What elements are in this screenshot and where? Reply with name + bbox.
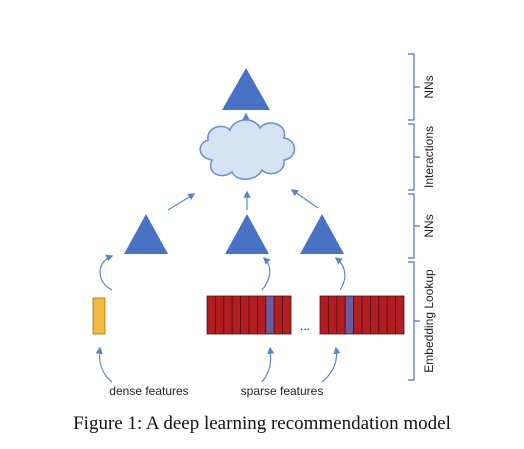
embedding-table-right-icon <box>319 295 405 335</box>
layer-label-top-nns: NNs <box>422 75 436 98</box>
embedding-table-left-icon <box>206 295 292 335</box>
layer-label-bottom-nns: NNs <box>422 214 436 237</box>
embedding-cell <box>395 295 405 335</box>
layer-brackets <box>408 53 420 381</box>
dense-features-label: dense features <box>109 384 188 398</box>
arrow-emb-left-to-nn <box>261 256 271 291</box>
arrow-nn-right-to-cloud <box>290 189 319 209</box>
embedding-cell <box>248 295 258 335</box>
arrow-dense-input <box>95 346 113 383</box>
embedding-cell <box>344 295 355 335</box>
top-nn-triangle-icon <box>222 68 270 110</box>
embedding-cell <box>265 295 275 335</box>
embedding-cell <box>256 295 267 335</box>
embedding-cell <box>240 295 250 335</box>
embedding-cell <box>282 295 292 335</box>
embedding-cell <box>361 295 371 335</box>
bracket-embedding <box>408 261 420 381</box>
embedding-cell <box>353 295 363 335</box>
arrow-nn-left-to-cloud <box>167 193 196 211</box>
figure-caption: Figure 1: A deep learning recommendation… <box>73 413 451 434</box>
dense-feature-block <box>92 297 106 335</box>
embedding-cell <box>336 295 346 335</box>
arrow-sparse-input-left <box>261 346 275 383</box>
embedding-cell <box>231 295 241 335</box>
bracket-bottom-nns <box>408 193 420 259</box>
ellipsis-text: ... <box>300 319 310 333</box>
bottom-nn-triangle-middle-icon <box>225 214 269 254</box>
arrow-emb-right-to-nn <box>334 257 346 291</box>
bracket-interactions <box>408 123 420 191</box>
layer-label-interactions: Interactions <box>422 126 436 188</box>
embedding-cell <box>206 295 216 335</box>
arrow-dense-to-nn <box>99 254 114 291</box>
embedding-cell <box>369 295 380 335</box>
interaction-cloud-icon <box>199 119 296 180</box>
sparse-features-label: sparse features <box>241 384 324 398</box>
bracket-top-nns <box>408 53 420 121</box>
embedding-cell <box>378 295 388 335</box>
bottom-nn-triangle-left-icon <box>124 214 168 254</box>
embedding-cell <box>327 295 338 335</box>
arrow-sparse-input-right <box>321 346 341 383</box>
embedding-cell <box>223 295 233 335</box>
arrows <box>95 112 346 383</box>
embedding-cell <box>386 295 397 335</box>
embedding-cell <box>319 295 329 335</box>
embedding-cell <box>214 295 225 335</box>
bottom-nn-triangle-right-icon <box>300 214 344 254</box>
embedding-cell <box>273 295 284 335</box>
layer-label-embedding-lookup: Embedding Lookup <box>422 269 436 373</box>
